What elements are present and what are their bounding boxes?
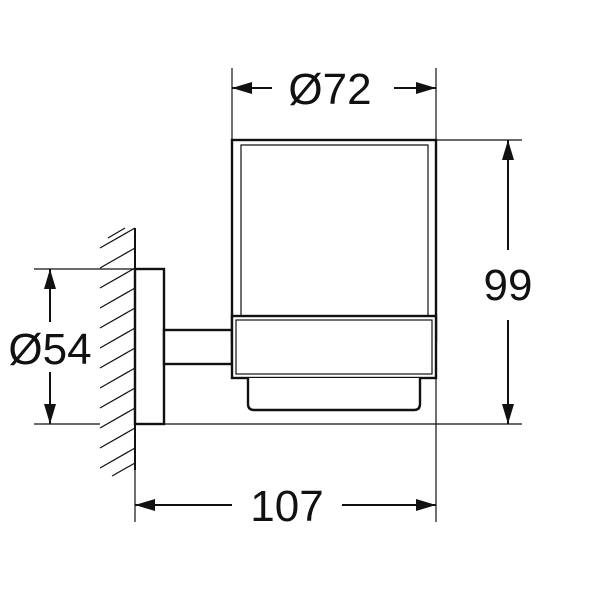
arrow-icon — [416, 499, 436, 511]
arrow-icon — [232, 82, 252, 94]
dimension-glass-diameter: Ø72 — [232, 65, 436, 114]
arrow-icon — [44, 404, 56, 424]
arrow-icon — [502, 140, 514, 160]
arrow-icon — [502, 404, 514, 424]
holder-arm — [162, 328, 234, 366]
rosette-diameter-label: Ø54 — [8, 325, 91, 374]
glass — [230, 138, 438, 342]
glass-outer — [230, 138, 438, 342]
projection-label: 107 — [250, 482, 323, 531]
holder-ring-inner — [235, 319, 433, 375]
arrow-icon — [416, 82, 436, 94]
glass-diameter-label: Ø72 — [288, 65, 371, 114]
height-label: 99 — [484, 261, 533, 310]
arrow-icon — [135, 499, 155, 511]
dimension-rosette-diameter: Ø54 — [8, 269, 92, 424]
wall-rosette — [133, 267, 166, 426]
wall — [99, 227, 136, 477]
dimension-height: 99 — [484, 140, 533, 424]
wall-hatching — [99, 227, 136, 477]
arrow-icon — [44, 269, 56, 289]
dimension-projection: 107 — [135, 482, 436, 531]
glass-bottom — [246, 378, 422, 412]
holder-ring — [230, 314, 438, 380]
